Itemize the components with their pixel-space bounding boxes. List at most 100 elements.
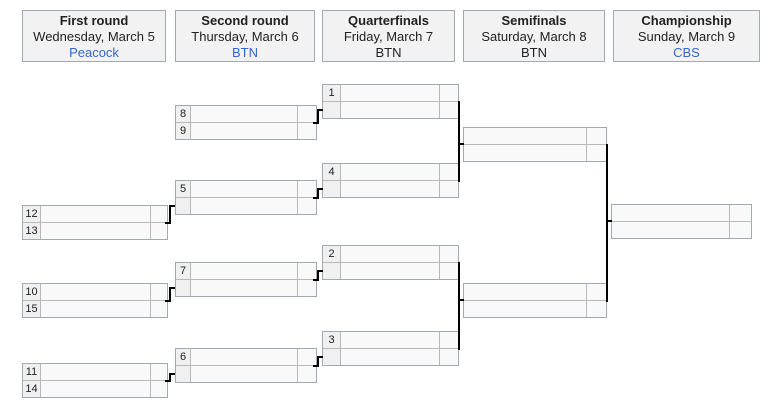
match-second-round-7: 7 [175, 262, 317, 297]
team-cell [341, 85, 439, 101]
team-cell [191, 366, 297, 382]
match-championship [611, 204, 752, 239]
seed-cell [323, 263, 341, 279]
round-date: Friday, March 7 [343, 29, 434, 44]
team-cell [41, 206, 150, 222]
network-link-cbs[interactable]: CBS [673, 45, 700, 60]
match-row: 3 [323, 332, 458, 348]
match-row [176, 279, 316, 296]
team-cell [41, 301, 150, 317]
team-cell [464, 145, 586, 161]
seed-cell: 10 [23, 284, 41, 300]
match-row [176, 365, 316, 382]
network-link-btn[interactable]: BTN [232, 45, 258, 60]
team-cell [191, 280, 297, 296]
seed-cell [323, 349, 341, 365]
seed-cell [176, 366, 191, 382]
round-title: Second round [201, 13, 289, 28]
score-cell [297, 198, 316, 214]
bracket-connector [313, 270, 323, 281]
match-row [323, 101, 458, 118]
team-cell [191, 181, 297, 197]
team-cell [41, 381, 150, 397]
team-cell [191, 106, 297, 122]
team-cell [41, 364, 150, 380]
match-first-round-10v15: 10 15 [22, 283, 168, 318]
team-cell [41, 223, 150, 239]
match-row: 9 [176, 122, 316, 139]
seed-cell: 1 [323, 85, 341, 101]
score-cell [297, 366, 316, 382]
match-row [323, 180, 458, 197]
match-row [464, 284, 606, 300]
team-cell [191, 198, 297, 214]
match-quarterfinal-3: 2 [322, 245, 459, 280]
score-cell [729, 205, 751, 221]
team-cell [341, 181, 439, 197]
round-header-championship: Championship Sunday, March 9 CBS [613, 10, 760, 62]
seed-cell [176, 198, 191, 214]
network-link-peacock[interactable]: Peacock [69, 45, 119, 60]
team-cell [612, 205, 729, 221]
match-row: 6 [176, 349, 316, 365]
match-row: 12 [23, 206, 167, 222]
network-label: BTN [521, 45, 547, 60]
score-cell [150, 381, 167, 397]
score-cell [150, 301, 167, 317]
round-title: Semifinals [501, 13, 567, 28]
team-cell [464, 301, 586, 317]
match-second-round-5: 5 [175, 180, 317, 215]
seed-cell: 8 [176, 106, 191, 122]
seed-cell [323, 102, 341, 118]
round-title: Championship [641, 13, 732, 28]
score-cell [586, 284, 606, 300]
match-row: 7 [176, 263, 316, 279]
score-cell [297, 123, 316, 139]
team-cell [464, 128, 586, 144]
match-row [612, 221, 751, 238]
score-cell [586, 301, 606, 317]
match-row [176, 197, 316, 214]
team-cell [612, 222, 729, 238]
team-cell [341, 349, 439, 365]
network-label: BTN [375, 45, 402, 60]
match-row: 4 [323, 164, 458, 180]
bracket-connector [460, 143, 464, 145]
score-cell [150, 206, 167, 222]
seed-cell: 4 [323, 164, 341, 180]
score-cell [150, 223, 167, 239]
score-cell [439, 164, 458, 180]
seed-cell: 9 [176, 123, 191, 139]
round-title: Quarterfinals [348, 13, 429, 28]
round-header-second-round: Second round Thursday, March 6 BTN [175, 10, 315, 62]
match-row [323, 348, 458, 365]
match-row: 15 [23, 300, 167, 317]
team-cell [41, 284, 150, 300]
score-cell [439, 263, 458, 279]
match-quarterfinal-1: 1 [322, 84, 459, 119]
score-cell [439, 349, 458, 365]
match-row: 13 [23, 222, 167, 239]
seed-cell: 14 [23, 381, 41, 397]
match-row: 14 [23, 380, 167, 397]
score-cell [150, 364, 167, 380]
seed-cell: 7 [176, 263, 191, 279]
round-title: First round [59, 13, 129, 28]
bracket-connector [313, 188, 323, 199]
bracket-connector [460, 299, 464, 301]
score-cell [297, 181, 316, 197]
team-cell [191, 263, 297, 279]
match-quarterfinal-2: 4 [322, 163, 459, 198]
score-cell [729, 222, 751, 238]
bracket-connector [458, 262, 460, 350]
team-cell [191, 349, 297, 365]
match-row [323, 262, 458, 279]
score-cell [297, 349, 316, 365]
round-date: Thursday, March 6 [191, 29, 299, 44]
seed-cell: 13 [23, 223, 41, 239]
score-cell [439, 246, 458, 262]
match-semifinal-2 [463, 283, 607, 318]
match-semifinal-1 [463, 127, 607, 162]
score-cell [150, 284, 167, 300]
